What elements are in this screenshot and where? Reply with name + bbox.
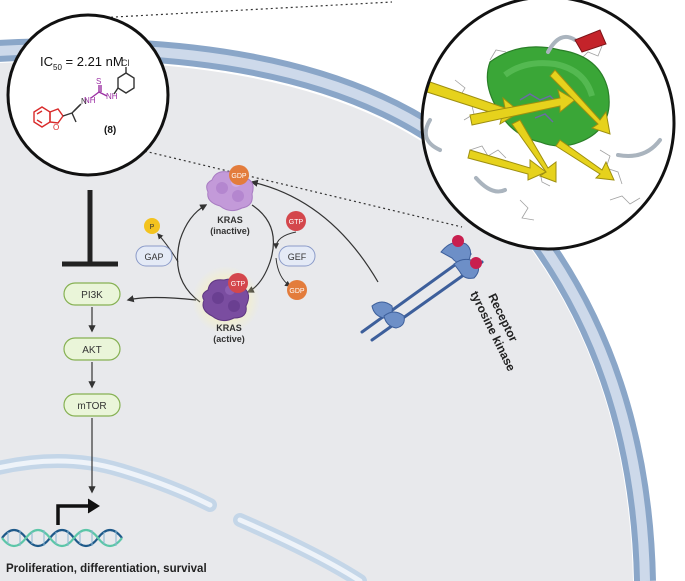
atom-oxygen: O: [53, 123, 59, 132]
atom-n: N: [81, 97, 87, 106]
kras-active-name: KRAS: [216, 323, 242, 333]
pathway: PI3K AKT mTOR: [63, 282, 121, 494]
gdp-right-label: GDP: [289, 288, 305, 295]
mtor-label: mTOR: [77, 401, 106, 412]
kras-inactive-name: KRAS: [217, 215, 243, 225]
inhibition-bar: [62, 190, 118, 267]
receptor-tyrosine-kinase: [360, 235, 484, 342]
transcription-arrow: [56, 498, 100, 525]
gdp-top-label: GDP: [231, 173, 247, 180]
gtp-active-label: GTP: [231, 281, 246, 288]
mtor-box: [63, 393, 121, 417]
compound-panel: IC50 = 2.21 nM O N NH S NH Cl: [6, 13, 170, 177]
nucleus-membrane: [0, 454, 367, 581]
gtp-right-badge: [286, 211, 306, 231]
outcome-label: Proliferation, differentiation, survival: [6, 563, 207, 575]
chemical-structure: [33, 67, 135, 128]
gap-label: GAP: [144, 252, 163, 262]
phosphate-badge: [144, 218, 160, 234]
docking-zoom-panel: [420, 0, 676, 251]
kras-cycle: GDP KRAS (inactive) GTP KRAS (active) GT…: [126, 165, 379, 344]
gdp-top-badge: [229, 165, 249, 185]
gap-box: [135, 245, 173, 267]
atom-nh2: NH: [106, 92, 118, 101]
atom-chlorine: Cl: [121, 58, 130, 68]
gtp-right-label: GTP: [289, 219, 304, 226]
akt-label: AKT: [82, 345, 101, 356]
zoom-lines: [95, 1, 463, 228]
ic50-label: IC50 = 2.21 nM: [40, 54, 124, 72]
gtp-active-badge: [228, 273, 248, 293]
kras-inactive-state: (inactive): [210, 226, 250, 236]
pi3k-label: PI3K: [81, 290, 103, 301]
atom-nh1: NH: [84, 96, 96, 105]
gdp-right-badge: [287, 280, 307, 300]
atom-sulfur: S: [96, 77, 101, 86]
ligand-2: [470, 257, 482, 269]
dna-helix: [1, 528, 123, 548]
pi3k-box: [63, 282, 121, 306]
phosphate-label: P: [150, 224, 155, 231]
akt-box: [63, 337, 121, 361]
ligand-1: [452, 235, 464, 247]
kras-active-state: (active): [213, 334, 245, 344]
gef-label: GEF: [288, 252, 307, 262]
compound-number: (8): [104, 125, 116, 136]
gef-box: [278, 245, 316, 267]
